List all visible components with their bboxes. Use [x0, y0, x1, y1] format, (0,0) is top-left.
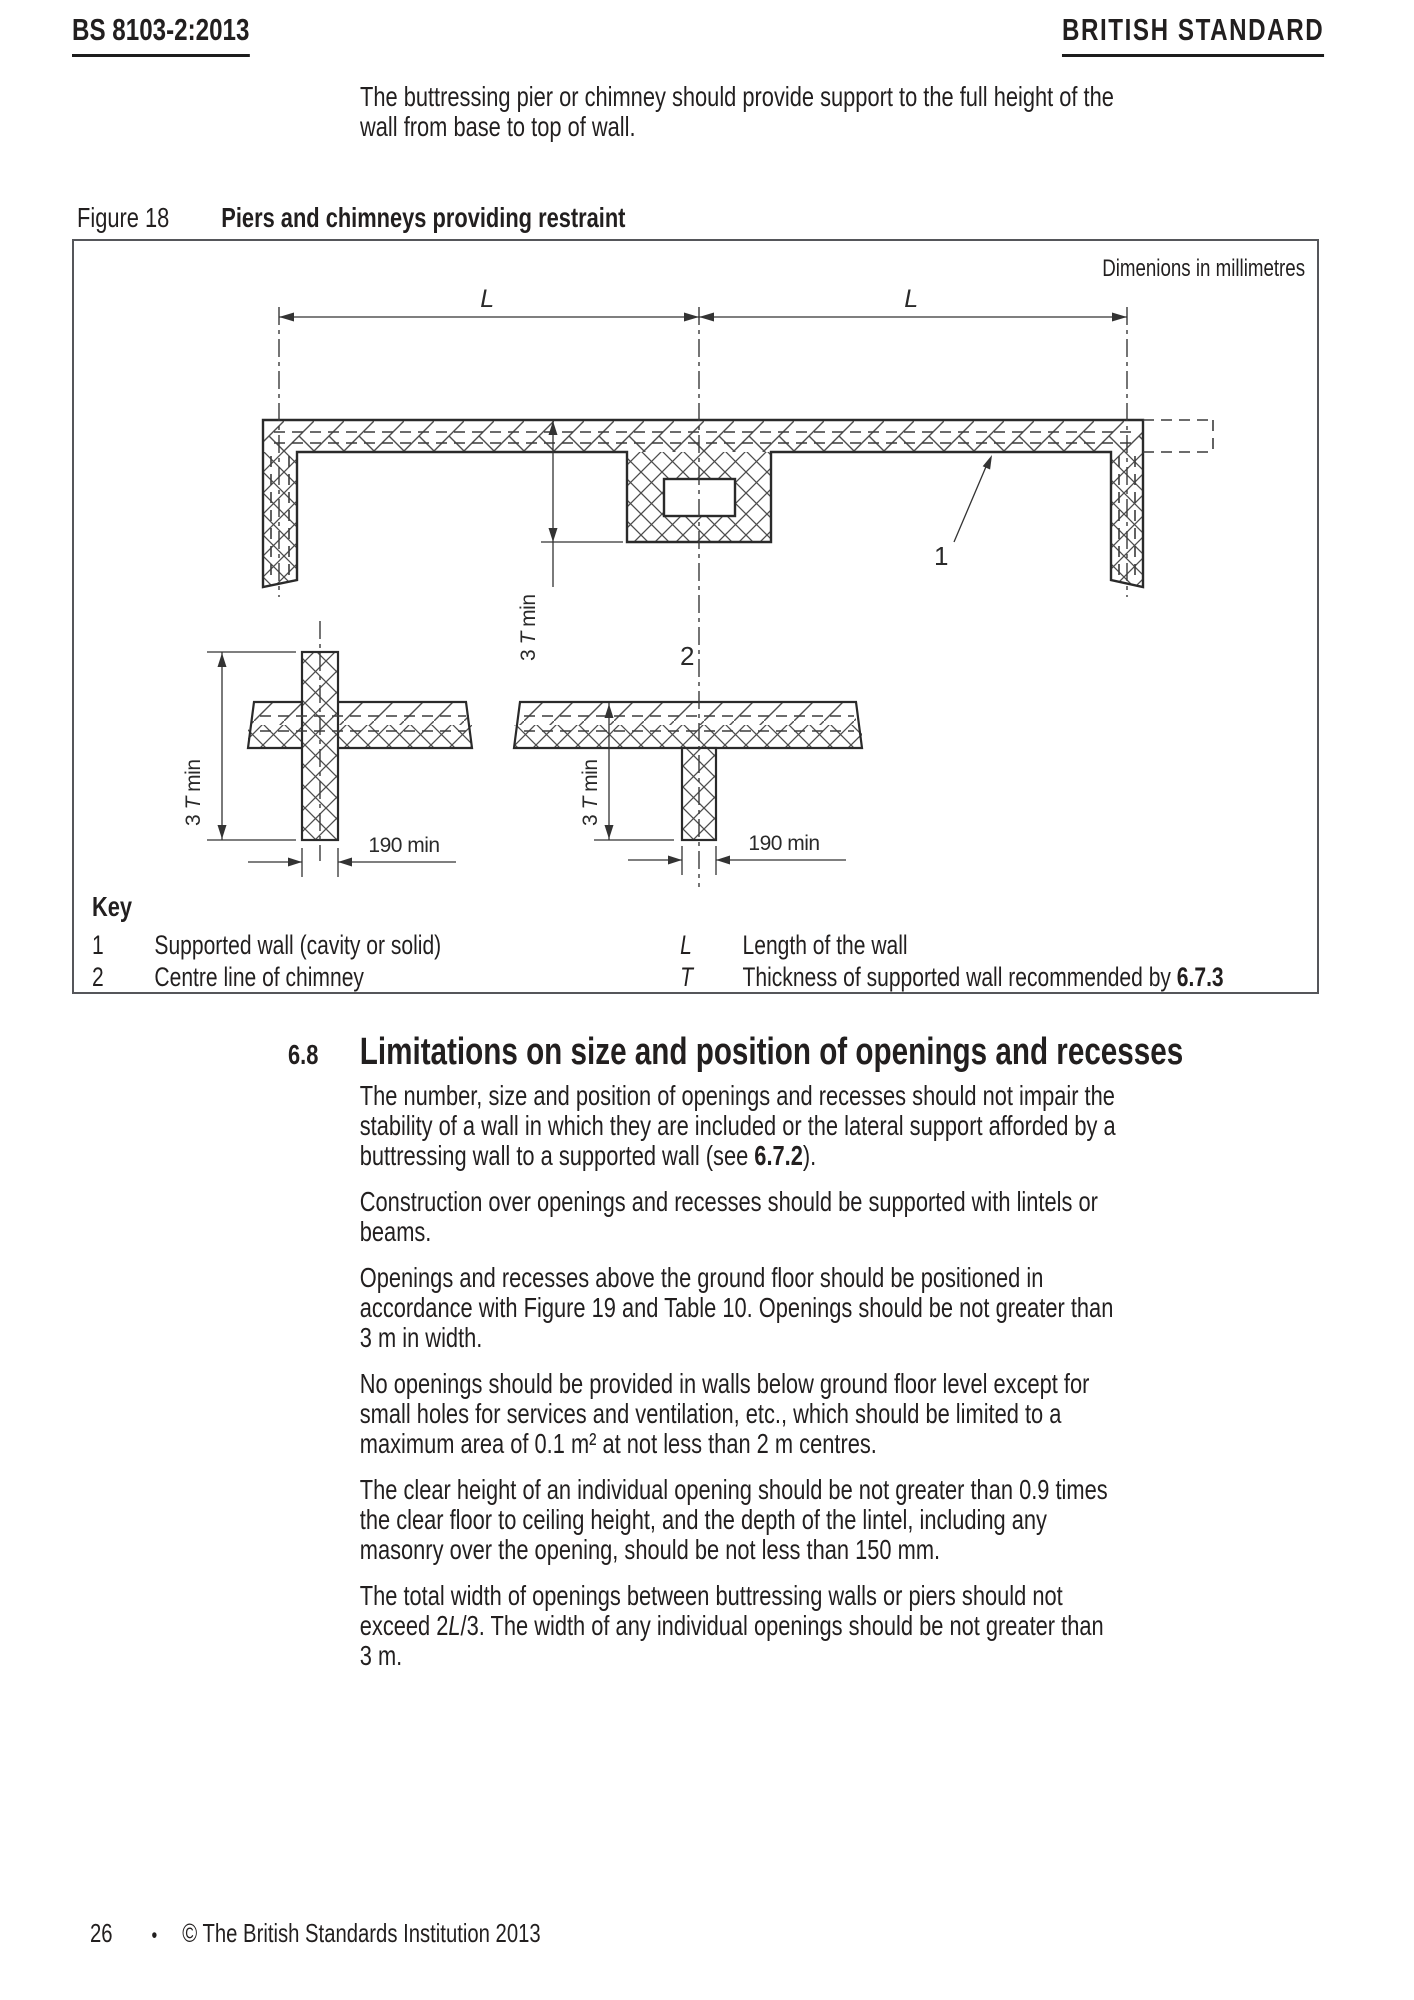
detail2-190-dimension	[628, 846, 846, 875]
paragraph: The total width of openings between butt…	[359, 1580, 1104, 1671]
page-header: BS 8103-2:2013 BRITISH STANDARD	[72, 12, 1324, 60]
paragraph: The clear height of an individual openin…	[359, 1474, 1108, 1565]
centre-lines	[278, 307, 1128, 887]
detail1-3t-dimension	[207, 651, 296, 841]
cross-wall-detail	[246, 650, 474, 842]
wall-inner-leaf-hatch	[263, 436, 1143, 452]
key-item-number: 1	[92, 930, 104, 960]
standard-name: BRITISH STANDARD	[1061, 12, 1324, 57]
detail2-190-label: 190 min	[748, 832, 819, 855]
wall-continuation-dashed	[1143, 419, 1214, 453]
paragraph: The number, size and position of opening…	[359, 1080, 1116, 1171]
length-label-right: L	[904, 285, 917, 313]
figure-title: Piers and chimneys providing restraint	[221, 202, 626, 233]
supported-wall-plan	[261, 418, 1214, 589]
left-pier-hatch	[263, 452, 297, 587]
chimney-3t-dimension	[541, 420, 623, 587]
key-item-desc: Supported wall (cavity or solid)	[154, 930, 442, 960]
page-number: 26	[90, 1918, 113, 1948]
paragraph: No openings should be provided in walls …	[359, 1368, 1090, 1459]
clause-ref: 6.7.2	[754, 1140, 803, 1171]
clause-title: Limitations on size and position of open…	[359, 1031, 1184, 1073]
figure-caption: Figure 18 Piers and chimneys providing r…	[77, 202, 1169, 234]
key-symbol-desc: Thickness of supported wall recommended …	[742, 962, 1224, 992]
detail2-3t-label: 3 T min	[579, 759, 602, 826]
callout-2-label: 2	[680, 641, 694, 671]
footer-bullet: •	[151, 1924, 158, 1947]
length-label-left: L	[480, 285, 493, 313]
copyright-notice: © The British Standards Institution 2013	[182, 1918, 541, 1948]
key-item-number: 2	[92, 962, 104, 992]
figure-key: Key 1 Supported wall (cavity or solid) L…	[92, 892, 1309, 994]
key-row-1: 1 Supported wall (cavity or solid) L Len…	[92, 930, 1309, 960]
paragraph: Openings and recesses above the ground f…	[359, 1262, 1114, 1353]
units-note: Dimenions in millimetres	[1102, 255, 1305, 282]
detail1-3t-label: 3 T min	[182, 759, 205, 826]
detail1-inner-leaf-hatch	[248, 725, 472, 748]
detail1-190-dimension	[248, 848, 456, 877]
key-symbol: T	[680, 962, 693, 992]
length-symbol: L	[448, 1610, 461, 1641]
detail1-pier-hatch	[302, 652, 338, 840]
paragraph: Construction over openings and recesses …	[359, 1186, 1098, 1247]
callout-1-leader	[953, 461, 989, 543]
figure-frame: Dimenions in millimetres	[72, 239, 1319, 994]
key-item-desc: Centre line of chimney	[154, 962, 364, 992]
callouts: 1 2	[680, 455, 992, 671]
detail2-wall-outline	[512, 700, 864, 750]
detail1-190-label: 190 min	[368, 834, 439, 857]
detail1-outer-leaf-hatch	[251, 702, 469, 725]
intro-paragraph: The buttressing pier or chimney should p…	[360, 81, 1114, 142]
clause-number: 6.8	[288, 1039, 319, 1070]
key-symbol: L	[680, 930, 692, 960]
dimensions: L L 3 T min 3 T min 3 T min	[182, 285, 1127, 877]
page-footer: 26 • © The British Standards Institution…	[90, 1918, 541, 1949]
section-heading-row: 6.8 Limitations on size and position of …	[288, 1031, 1380, 1073]
tee-wall-detail	[512, 700, 864, 842]
chimney-3t-label: 3 T min	[517, 594, 540, 661]
figure-number: Figure 18	[77, 202, 170, 233]
detail2-3t-dimension	[594, 703, 674, 841]
key-heading: Key	[92, 891, 133, 922]
detail2-outer-leaf-hatch	[517, 702, 856, 725]
detail1-wall-outline	[246, 700, 474, 750]
key-row-2: 2 Centre line of chimney T Thickness of …	[92, 962, 1309, 992]
section-6-8: 6.8 Limitations on size and position of …	[288, 1031, 1380, 1671]
clause-ref: 6.7.3	[1176, 962, 1224, 992]
detail2-cavity-lines	[524, 715, 854, 732]
figure-drawing: L L 3 T min 3 T min 3 T min	[182, 285, 1214, 887]
cavity-lines	[270, 431, 1137, 575]
callout-1-label: 1	[934, 541, 948, 571]
key-symbol-desc: Length of the wall	[742, 930, 908, 960]
standard-number: BS 8103-2:2013	[72, 12, 250, 57]
detail2-inner-leaf-hatch	[514, 725, 862, 748]
detail1-cavity-lines	[260, 715, 466, 732]
